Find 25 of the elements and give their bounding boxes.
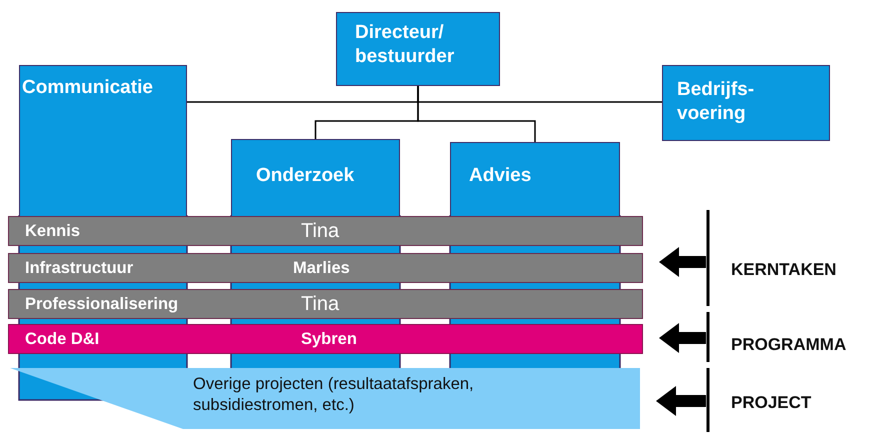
task-band bbox=[8, 253, 643, 283]
person-name: Sybren bbox=[301, 330, 357, 348]
arrow bbox=[659, 247, 706, 277]
org-box: Communicatie bbox=[19, 65, 187, 216]
project-text: Overige projecten (resultaatafspraken, subsidiestromen, etc.) bbox=[193, 374, 475, 416]
level-label: PROJECT bbox=[731, 393, 812, 413]
task-band bbox=[8, 324, 643, 354]
org-box: Bedrijfs- voering bbox=[662, 65, 830, 141]
person-name: Marlies bbox=[293, 258, 350, 278]
task-band bbox=[8, 216, 643, 246]
level-label: KERNTAKEN bbox=[731, 260, 836, 280]
band-title: Kennis bbox=[25, 222, 80, 240]
person-name: Tina bbox=[301, 292, 340, 316]
band-title: Professionalisering bbox=[25, 294, 178, 314]
connector-line bbox=[417, 86, 536, 142]
band-title: Infrastructuur bbox=[25, 258, 134, 278]
arrow bbox=[659, 323, 706, 353]
band-title: Code D&I bbox=[25, 330, 100, 348]
org-box: Directeur/ bestuurder bbox=[336, 12, 500, 86]
person-name: Tina bbox=[301, 220, 340, 242]
level-label: PROGRAMMA bbox=[731, 335, 846, 355]
arrow bbox=[656, 386, 706, 416]
task-band bbox=[8, 289, 643, 319]
org-box: Advies bbox=[450, 142, 620, 216]
org-box: Onderzoek bbox=[231, 139, 400, 216]
